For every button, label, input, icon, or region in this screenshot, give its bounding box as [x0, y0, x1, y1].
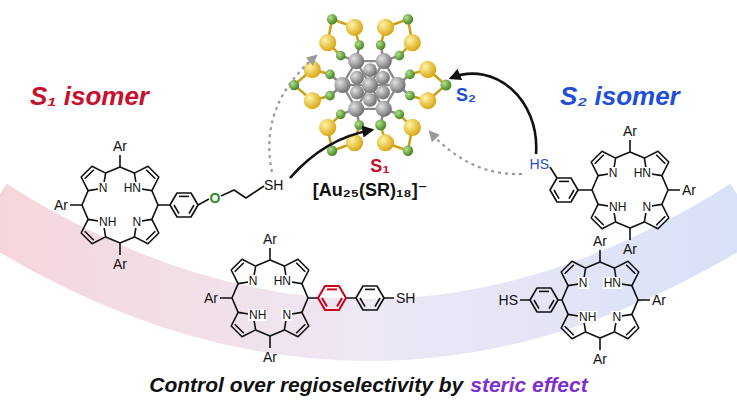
aryl-group: Ar	[682, 183, 696, 197]
nitrogen-atom: HN	[603, 277, 622, 289]
thiol-group: HS	[499, 293, 518, 307]
caption-highlight: steric effect	[470, 373, 588, 397]
nitrogen-atom: N	[641, 201, 652, 213]
aryl-group: Ar	[623, 124, 637, 138]
nitrogen-atom: N	[248, 275, 259, 287]
nitrogen-atom: HN	[273, 275, 292, 287]
nitrogen-atom: NH	[248, 309, 267, 321]
nitrogen-atom: NH	[578, 311, 597, 323]
aryl-group: Ar	[263, 350, 277, 364]
nitrogen-atom: N	[281, 309, 292, 321]
nitrogen-atom: NH	[608, 201, 627, 213]
thiol-group: SH	[396, 291, 415, 305]
au25-cluster	[289, 14, 451, 156]
isomer-heading: S₁ isomer	[30, 82, 149, 112]
nitrogen-atom: N	[578, 277, 589, 289]
nitrogen-atom: NH	[98, 216, 117, 228]
porphyrin-molecules	[70, 140, 680, 350]
thiol-group: SH	[264, 178, 283, 192]
nitrogen-atom: N	[98, 182, 109, 194]
caption-text: Control over regioselectivity by	[149, 373, 463, 397]
nitrogen-atom: HN	[633, 167, 652, 179]
aryl-group: Ar	[263, 232, 277, 246]
aryl-group: Ar	[623, 242, 637, 256]
gradient-band	[0, 210, 737, 330]
nitrogen-atom: HN	[123, 182, 142, 194]
site-label: S₂	[454, 85, 478, 106]
oxygen-atom: O	[210, 191, 221, 205]
aryl-group: Ar	[54, 198, 68, 212]
cluster-formula: [Au₂₅(SR)₁₈]⁻	[313, 180, 428, 201]
thiol-group: HS	[530, 157, 549, 171]
aryl-group: Ar	[652, 293, 666, 307]
nitrogen-atom: N	[611, 311, 622, 323]
arrows	[269, 56, 536, 178]
aryl-group: Ar	[204, 291, 218, 305]
aryl-group: Ar	[593, 352, 607, 366]
isomer-heading: S₂ isomer	[560, 82, 680, 112]
aryl-group: Ar	[113, 257, 127, 271]
nitrogen-atom: N	[131, 216, 142, 228]
aryl-group: Ar	[113, 139, 127, 153]
aryl-group: Ar	[593, 234, 607, 248]
site-label: S₁	[368, 156, 391, 177]
nitrogen-atom: N	[608, 167, 619, 179]
